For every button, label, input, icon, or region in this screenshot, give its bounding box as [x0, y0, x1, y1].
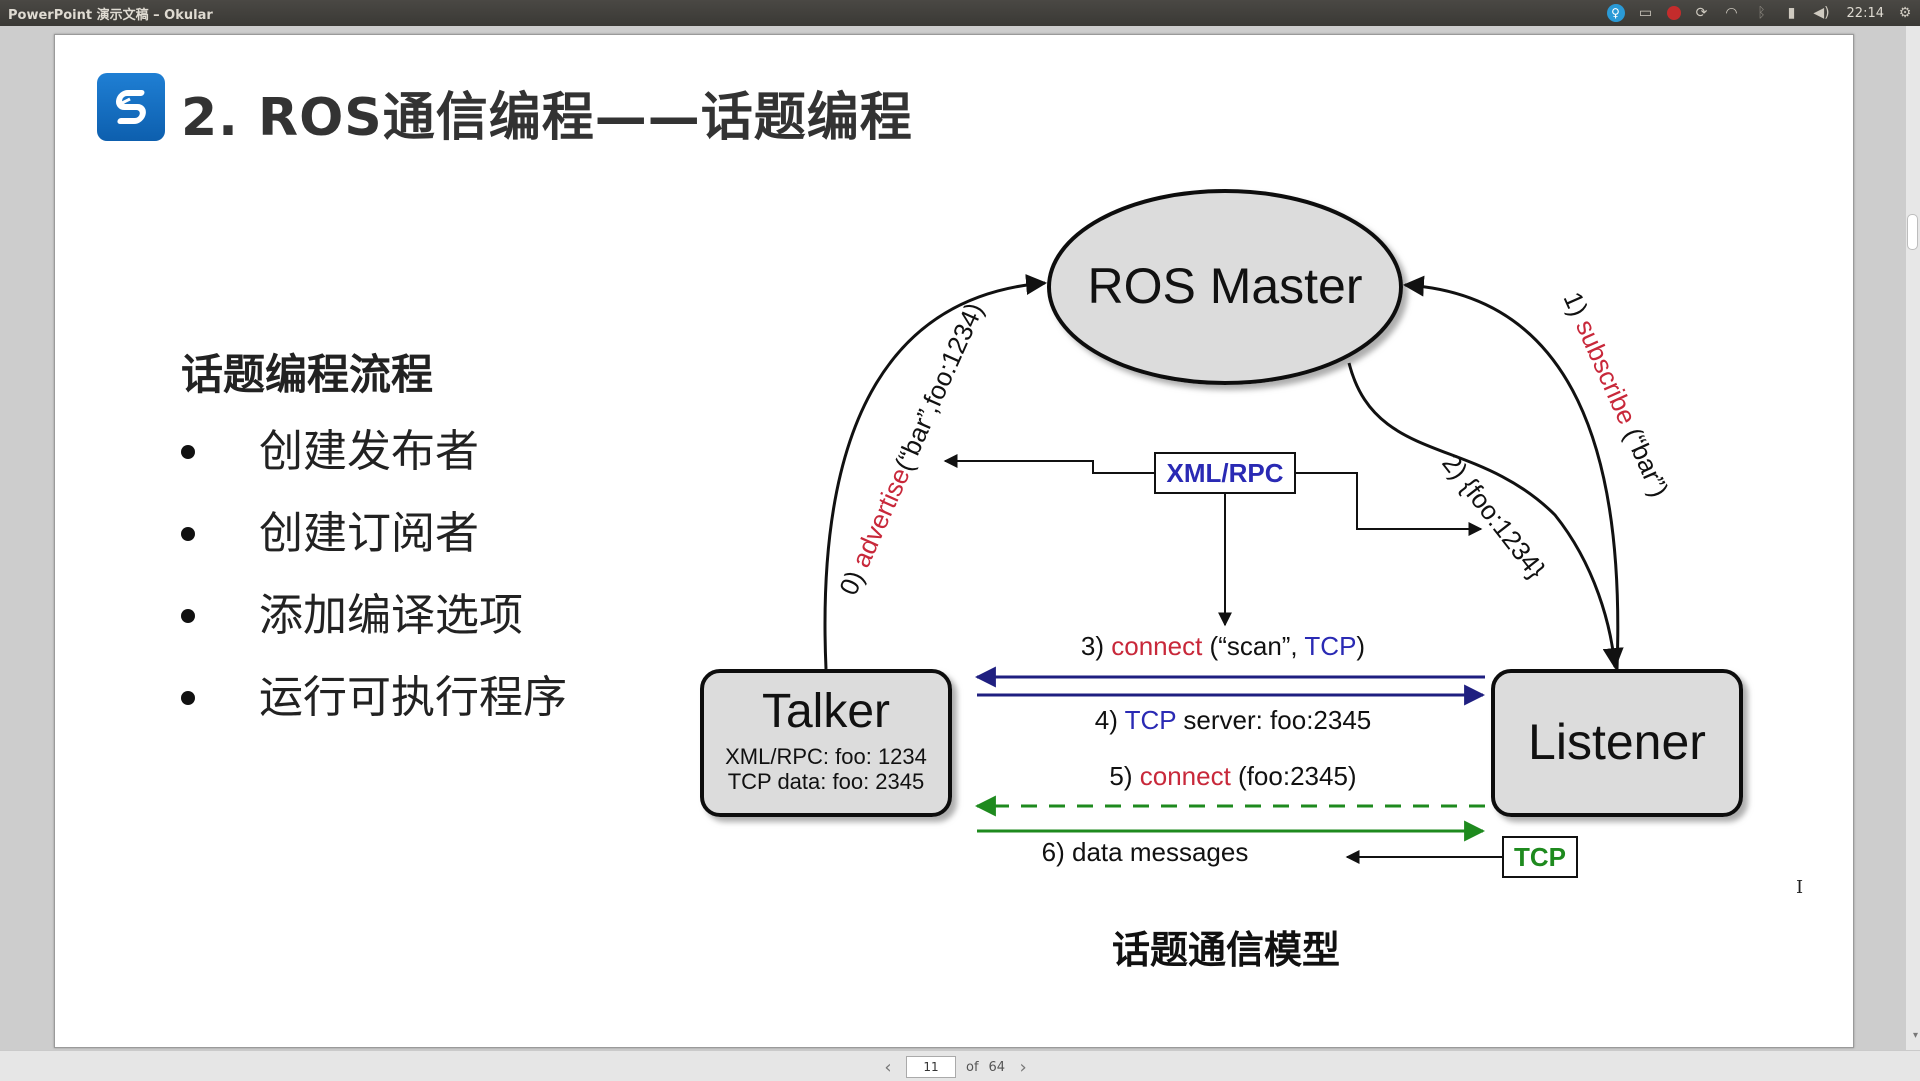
keyboard-icon[interactable]: ▭ — [1638, 5, 1653, 21]
xmlrpc-box — [1154, 452, 1296, 494]
ros-topic-diagram: ROS Master Talker XML/RPC: foo: 1234 TCP… — [700, 189, 1743, 878]
page-navigator: ‹ of 64 › — [880, 1056, 1031, 1078]
volume-icon[interactable]: ◀) — [1813, 5, 1830, 21]
advertise-arrow — [823, 274, 1048, 670]
document-viewer: 2. ROS通信编程——话题编程 话题编程流程 创建发布者 创建订阅者 添加编译… — [0, 26, 1920, 1050]
system-tray: ♀ ▭ ⟳ ◠ ᛒ ▮ ◀) 22:14 ⚙ — [1606, 2, 1914, 24]
section-heading: 话题编程流程 — [181, 350, 434, 399]
bullet-dot — [181, 609, 195, 623]
advertise-label: 0) advertise(“bar”,foo:1234) — [833, 298, 989, 599]
scroll-down-icon[interactable]: ▾ — [1912, 1030, 1918, 1041]
settings-gear-icon[interactable]: ⚙ — [1898, 5, 1912, 21]
talker-label: Talker — [762, 685, 890, 738]
page-total: 64 — [988, 1059, 1006, 1075]
page-of-label: of — [966, 1059, 979, 1075]
talker-tcp-line: TCP data: foo: 2345 — [728, 769, 925, 794]
battery-icon[interactable]: ▮ — [1787, 5, 1796, 21]
step2-label: 2) {foo:1234} — [1436, 448, 1552, 584]
bullet-list: 创建发布者 创建订阅者 添加编译选项 运行可执行程序 — [181, 423, 567, 751]
bullet-text: 运行可执行程序 — [259, 672, 567, 723]
wifi-icon[interactable]: ◠ — [1725, 5, 1738, 21]
listener-node — [1491, 669, 1743, 817]
slide-title: 2. ROS通信编程——话题编程 — [181, 88, 913, 148]
record-icon[interactable] — [1666, 6, 1681, 20]
bullet-text: 添加编译选项 — [259, 590, 523, 641]
next-page-icon[interactable]: › — [1019, 1056, 1027, 1078]
system-top-bar: PowerPoint 演示文稿 – Okular ♀ ▭ ⟳ ◠ ᛒ ▮ ◀) … — [0, 0, 1920, 26]
scrollbar-thumb[interactable] — [1907, 214, 1918, 250]
xmlrpc-to-advertise-arrow — [943, 454, 1155, 474]
talker-xmlrpc-line: XML/RPC: foo: 1234 — [725, 744, 927, 769]
slide-page: 2. ROS通信编程——话题编程 话题编程流程 创建发布者 创建订阅者 添加编译… — [54, 34, 1854, 1048]
logo-icon — [97, 73, 165, 141]
xmlrpc-label: XML/RPC — [1167, 458, 1284, 488]
window-title: PowerPoint 演示文稿 – Okular — [8, 8, 213, 23]
ros-master-label: ROS Master — [1087, 258, 1362, 314]
bottom-navigation-bar: ‹ of 64 › — [0, 1050, 1920, 1081]
clock[interactable]: 22:14 — [1846, 5, 1884, 21]
bullet-item: 创建订阅者 — [181, 505, 567, 587]
talker-node — [700, 669, 952, 817]
step3-label: 3) connect (“scan”, TCP) — [1081, 631, 1365, 661]
bullet-item: 创建发布者 — [181, 423, 567, 505]
bluetooth-icon[interactable]: ᛒ — [1757, 5, 1766, 21]
step5-label: 5) connect (foo:2345) — [1109, 761, 1356, 791]
bullet-dot — [181, 445, 195, 459]
master-to-listener-arrow — [1347, 362, 1624, 670]
xmlrpc-to-step2-arrow — [1295, 472, 1483, 536]
diagram-caption: 话题通信模型 — [1112, 928, 1341, 972]
sync-icon[interactable]: ⟳ — [1695, 5, 1708, 21]
bullet-item: 添加编译选项 — [181, 587, 567, 669]
vertical-scrollbar[interactable]: ▾ — [1906, 26, 1920, 1050]
bullet-text: 创建订阅者 — [259, 508, 479, 559]
subscribe-arrow — [1402, 275, 1620, 670]
bullet-text: 创建发布者 — [259, 426, 479, 477]
step6-label: 6) data messages — [1042, 837, 1249, 867]
bullet-item: 运行可执行程序 — [181, 669, 567, 751]
listener-label: Listener — [1528, 714, 1706, 770]
bullet-dot — [181, 691, 195, 705]
bullet-dot — [181, 527, 195, 541]
text-cursor-icon: I — [1796, 877, 1804, 898]
step4-label: 4) TCP server: foo:2345 — [1095, 705, 1372, 735]
page-number-input[interactable] — [906, 1056, 956, 1078]
previous-page-icon[interactable]: ‹ — [884, 1056, 892, 1078]
tcp-label: TCP — [1514, 842, 1566, 872]
accessibility-icon[interactable]: ♀ — [1606, 4, 1625, 22]
ros-master-node — [1047, 189, 1403, 385]
